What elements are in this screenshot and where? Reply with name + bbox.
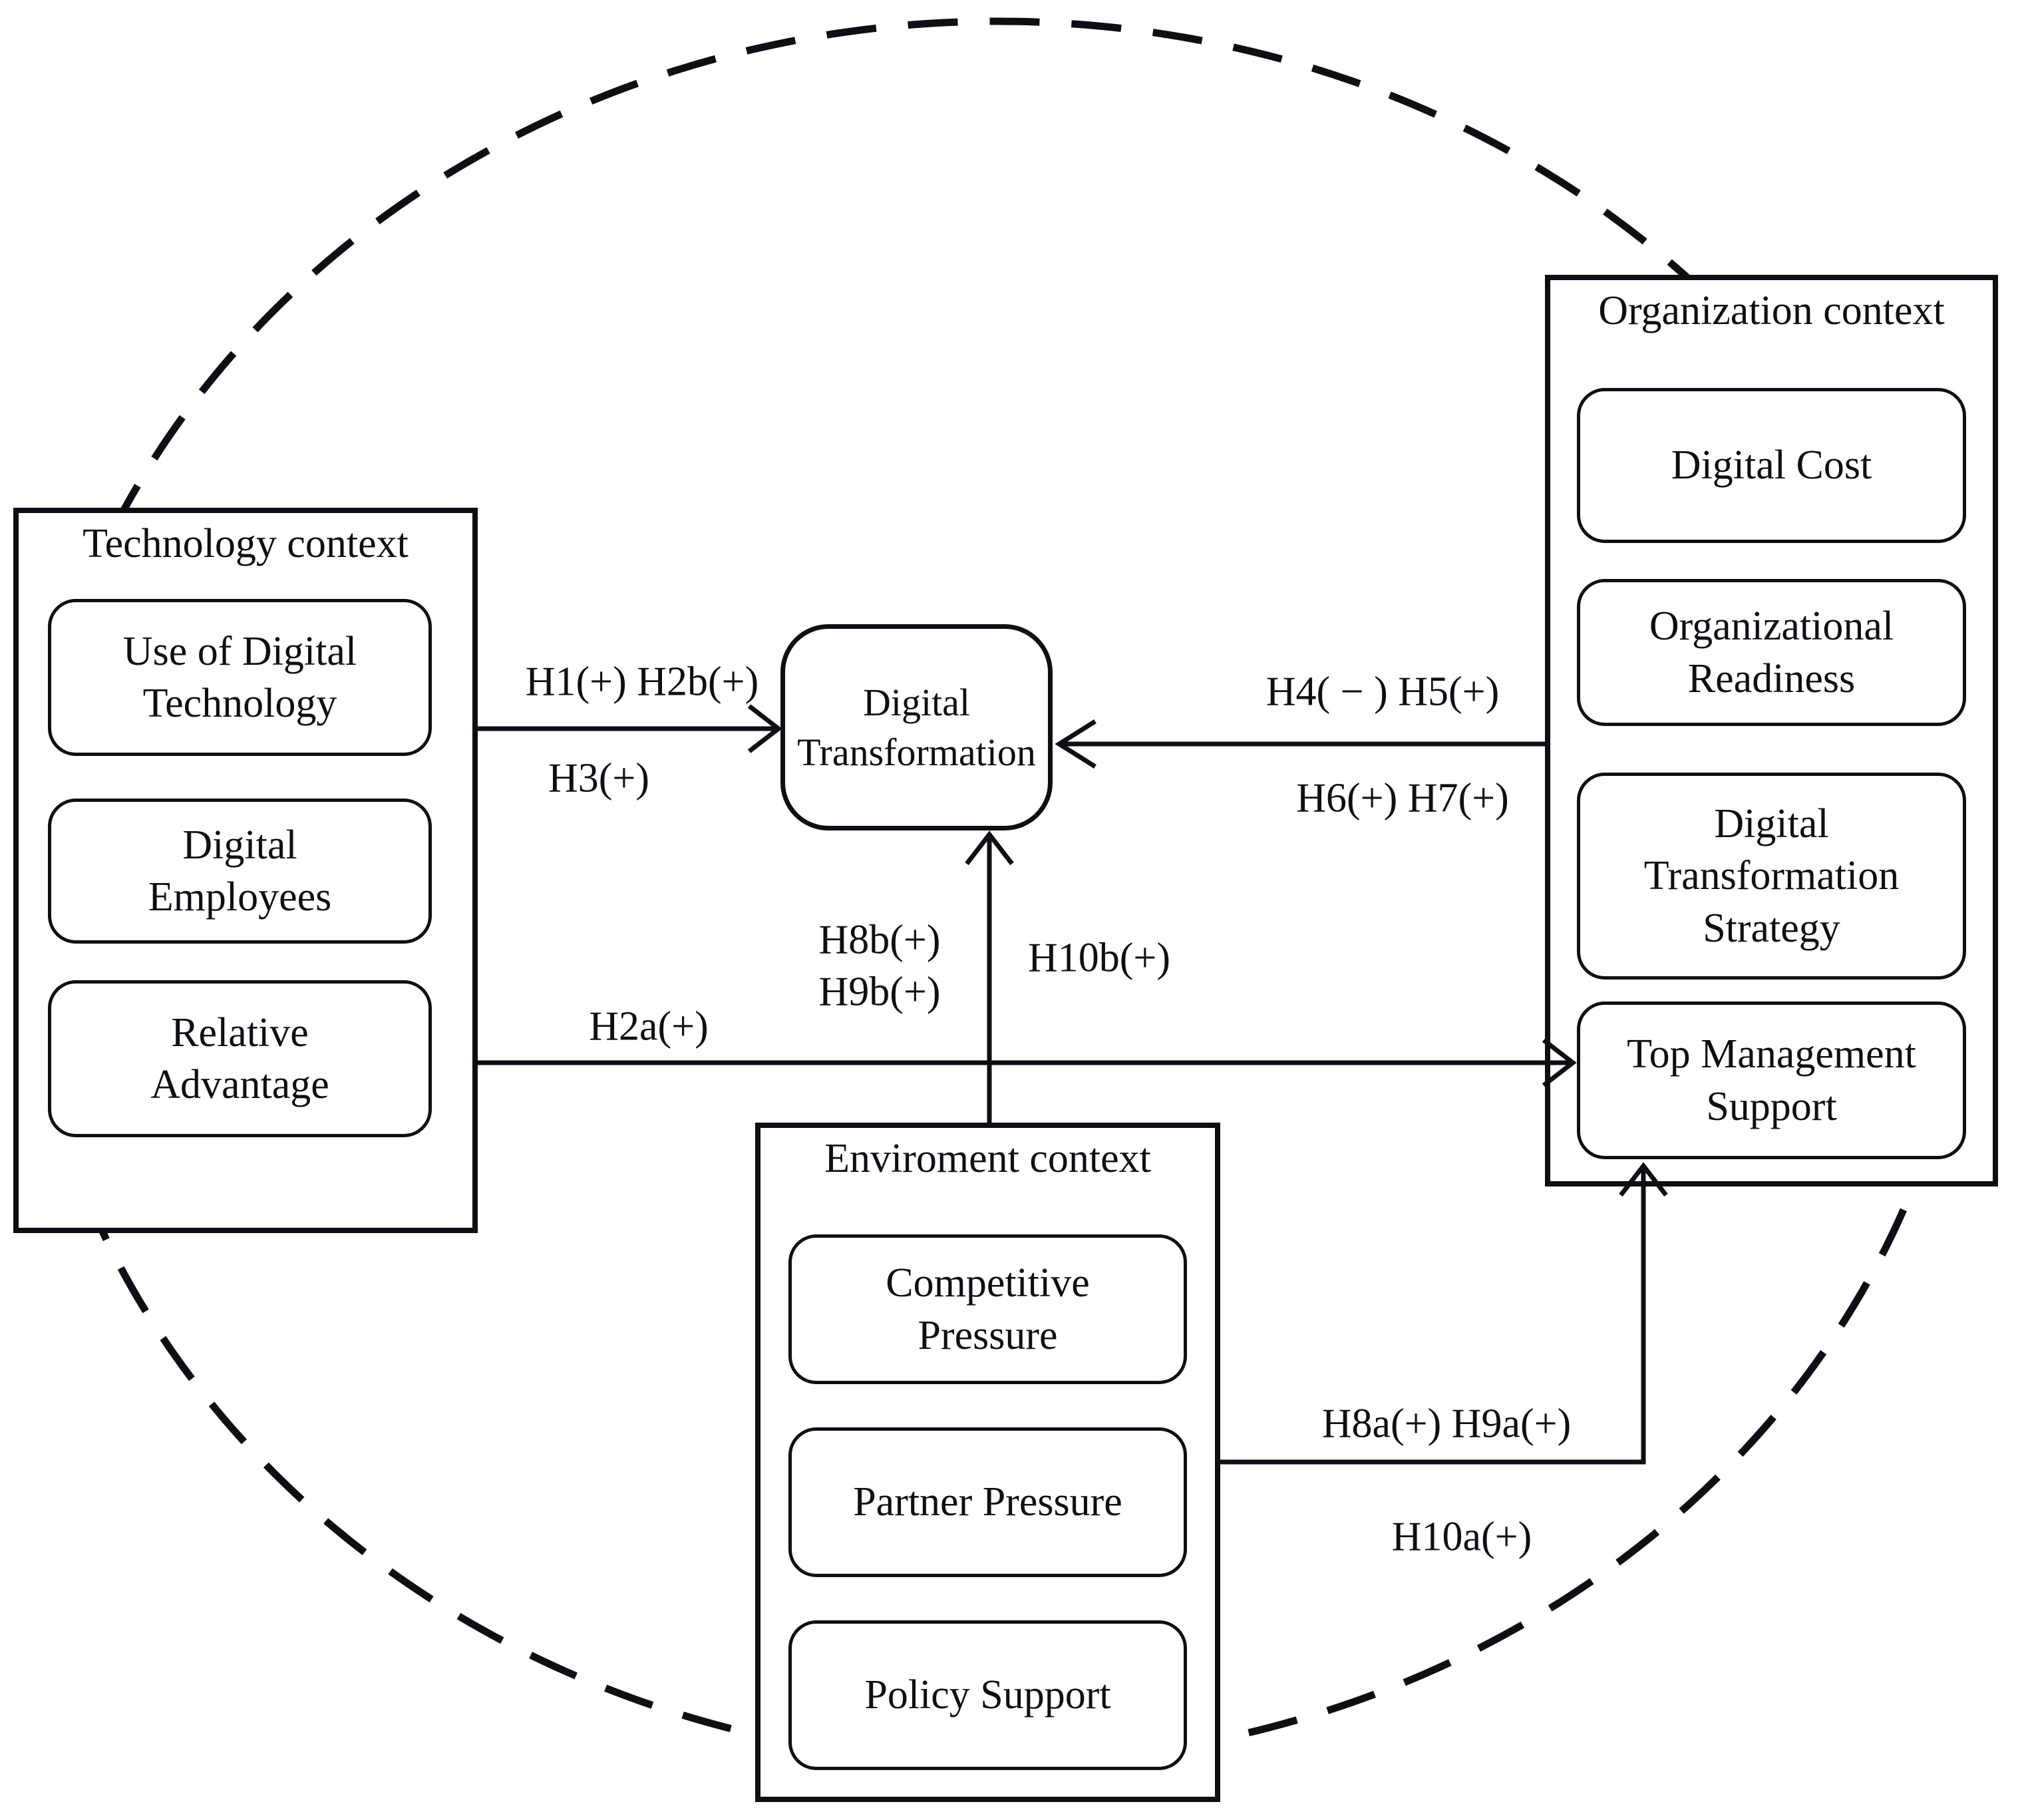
node-relative-advantage: Relative Advantage (48, 980, 432, 1137)
node-top-management-support: Top Management Support (1577, 1001, 1966, 1159)
technology-context-title: Technology context (83, 521, 409, 566)
hypothesis-label-h4-h5: H4( − ) H5(+) (1265, 669, 1500, 715)
node-use-of-digital-technology: Use of Digital Technology (48, 599, 432, 756)
node-organizational-readiness: Organizational Readiness (1577, 579, 1966, 726)
hypothesis-label-h8a-h9a: H8a(+) H9a(+) (1321, 1401, 1572, 1447)
node-label: Partner Pressure (853, 1479, 1122, 1525)
node-competitive-pressure: Competitive Pressure (788, 1234, 1187, 1384)
node-label: Digital Employees (148, 822, 332, 920)
hypothesis-label-h3: H3(+) (548, 755, 650, 801)
environment-context-title: Enviroment context (824, 1136, 1151, 1181)
hypothesis-label-h8b-h9b: H8b(+) H9b(+) (818, 917, 941, 1015)
arrowhead-env-to-dt (965, 830, 1014, 866)
node-label: Use of Digital Technology (122, 628, 357, 726)
node-label: Digital Transformation Strategy (1643, 801, 1900, 951)
node-digital-employees: Digital Employees (48, 799, 432, 944)
node-digital-cost: Digital Cost (1577, 388, 1966, 543)
hypothesis-label-h1-h2b: H1(+) H2b(+) (525, 659, 759, 705)
node-label: Digital Transformation (797, 680, 1036, 774)
arrowhead-org-to-dt (1055, 719, 1096, 769)
node-label: Top Management Support (1627, 1031, 1916, 1129)
hypothesis-label-h10a: H10a(+) (1391, 1514, 1532, 1560)
hypothesis-label-h6-h7: H6(+) H7(+) (1296, 775, 1509, 821)
node-partner-pressure: Partner Pressure (788, 1427, 1187, 1577)
node-digital-transformation: Digital Transformation (780, 624, 1053, 830)
node-digital-transformation-strategy: Digital Transformation Strategy (1577, 773, 1966, 980)
node-label: Relative Advantage (150, 1009, 329, 1107)
node-label: Competitive Pressure (886, 1260, 1090, 1358)
node-label: Digital Cost (1671, 443, 1872, 488)
hypothesis-label-h2a: H2a(+) (589, 1003, 709, 1049)
arrowhead-tech-to-dt (747, 704, 782, 753)
node-policy-support: Policy Support (788, 1620, 1187, 1770)
node-label: Policy Support (864, 1672, 1111, 1718)
organization-context-title: Organization context (1598, 288, 1945, 333)
hypothesis-label-h10b: H10b(+) (1027, 935, 1171, 981)
node-label: Organizational Readiness (1649, 604, 1894, 701)
